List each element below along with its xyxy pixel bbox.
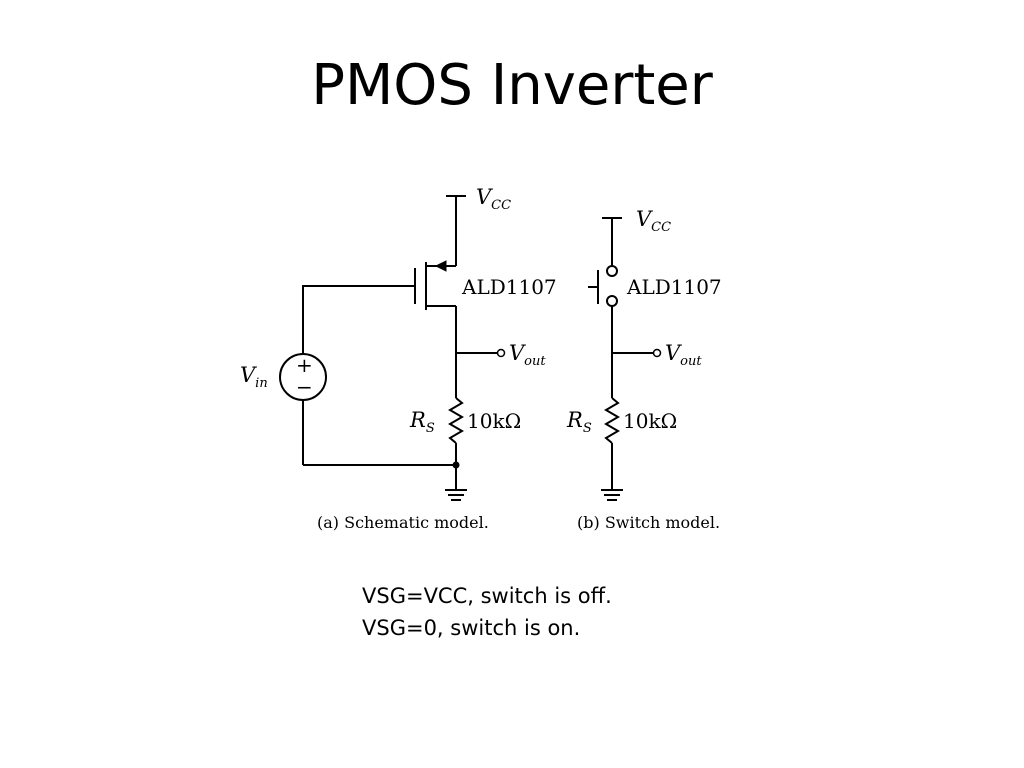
- switch-contact-top: [606, 265, 618, 277]
- note-line-1: VSG=VCC, switch is off.: [362, 584, 612, 608]
- rs-label-b: RS: [566, 408, 592, 436]
- vout-label-b: Vout: [665, 341, 702, 369]
- gate-wire-a: [302, 285, 415, 353]
- device-label-a: ALD1107: [461, 275, 557, 299]
- device-label-b: ALD1107: [626, 275, 722, 299]
- notes: VSG=VCC, switch is off. VSG=0, switch is…: [362, 580, 612, 644]
- vin-plus-sign: +: [296, 353, 313, 377]
- caption-b: (b) Switch model.: [577, 513, 720, 532]
- vin-label: Vin: [240, 363, 268, 391]
- junction-dot-a: [452, 461, 460, 469]
- switch-model: VCC ALD1107 Vout RS 10kΩ (b) Switch mode…: [566, 207, 722, 532]
- source-arrow-a: [434, 260, 447, 272]
- schematic-model: VCC ALD1107 Vout Vin + − RS 10kΩ (a) Sch…: [240, 185, 557, 532]
- resistor-b: [604, 397, 620, 444]
- vout-label-a: Vout: [509, 341, 546, 369]
- rs-label-a: RS: [409, 408, 435, 436]
- resistor-a: [448, 397, 464, 444]
- resistor-value-a: 10kΩ: [467, 409, 521, 433]
- note-line-2: VSG=0, switch is on.: [362, 616, 581, 640]
- vcc-label-a: VCC: [476, 185, 511, 213]
- vout-terminal-a: [496, 348, 506, 358]
- resistor-value-b: 10kΩ: [623, 409, 677, 433]
- switch-contact-bottom: [606, 295, 618, 307]
- vout-terminal-b: [652, 348, 662, 358]
- caption-a: (a) Schematic model.: [317, 513, 489, 532]
- vcc-label-b: VCC: [636, 207, 671, 235]
- slide-title: PMOS Inverter: [311, 53, 713, 118]
- vin-minus-sign: −: [296, 375, 313, 399]
